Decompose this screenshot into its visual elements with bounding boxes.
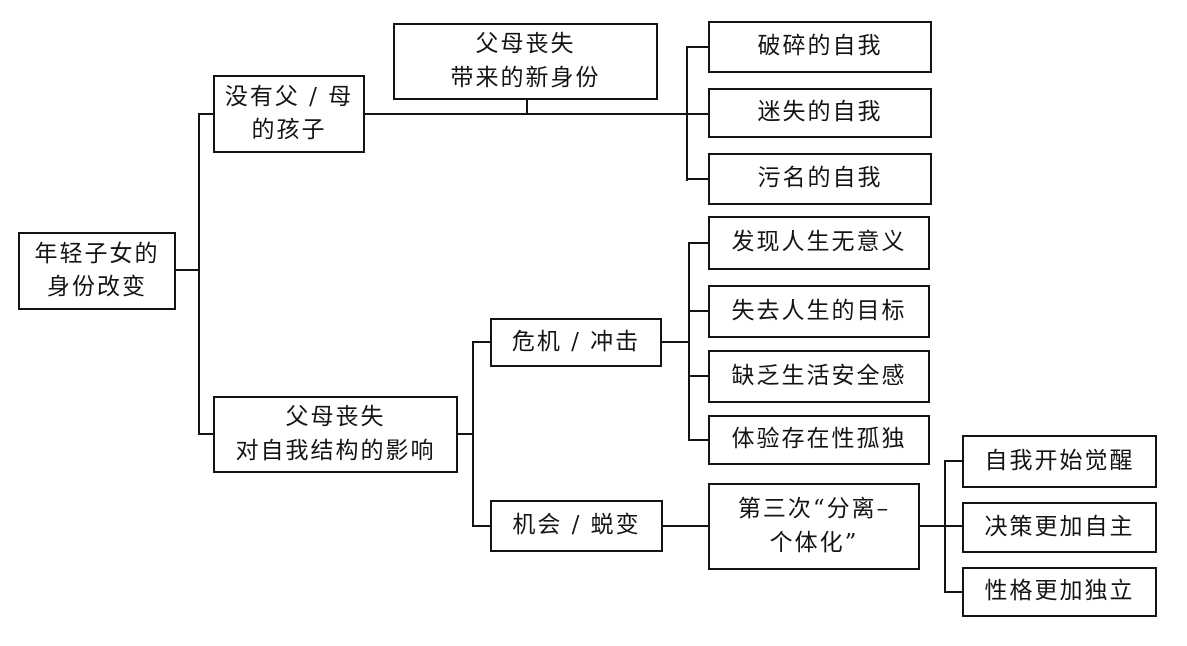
node-new-identity-from-loss: 父母丧失 带来的新身份 bbox=[393, 23, 658, 100]
connector-stub-lack-security bbox=[688, 375, 708, 377]
node-crisis-impact: 危机 / 冲击 bbox=[490, 318, 662, 367]
connector-outcomes-trunk bbox=[944, 460, 946, 593]
connector-opportunity-horizontal bbox=[663, 525, 708, 527]
connector-stub-child-without-parent bbox=[198, 113, 213, 115]
connector-selves-trunk bbox=[686, 46, 688, 181]
node-lack-life-security: 缺乏生活安全感 bbox=[708, 350, 930, 403]
node-loss-impact-on-self-structure: 父母丧失 对自我结构的影响 bbox=[213, 396, 458, 473]
connector-root-trunk bbox=[198, 113, 200, 435]
connector-stub-loss-impact bbox=[198, 433, 213, 435]
node-lost-life-goal: 失去人生的目标 bbox=[708, 285, 930, 338]
connector-loss-impact-horizontal bbox=[458, 433, 474, 435]
connector-third-separation-horizontal bbox=[920, 525, 962, 527]
connector-branch2-trunk bbox=[472, 341, 474, 527]
node-third-separation-individuation: 第三次“分离– 个体化” bbox=[708, 483, 920, 570]
node-root-identity-change: 年轻子女的 身份改变 bbox=[18, 232, 176, 310]
node-opportunity-transformation: 机会 / 蜕变 bbox=[490, 500, 663, 552]
node-stigmatized-self: 污名的自我 bbox=[708, 153, 932, 205]
connector-stub-life-meaningless bbox=[688, 242, 708, 244]
node-lost-self: 迷失的自我 bbox=[708, 88, 932, 138]
connector-stub-self-awakening bbox=[944, 460, 962, 462]
connector-stub-opportunity bbox=[472, 525, 490, 527]
node-autonomous-decisions: 决策更加自主 bbox=[962, 502, 1157, 553]
connector-stub-broken-self bbox=[686, 46, 708, 48]
node-self-awakening: 自我开始觉醒 bbox=[962, 435, 1157, 488]
node-existential-loneliness: 体验存在性孤独 bbox=[708, 415, 930, 465]
connector-stub-independent-personality bbox=[944, 591, 962, 593]
connector-crisis-horizontal bbox=[662, 341, 690, 343]
connector-branch1-horizontal bbox=[365, 113, 708, 115]
connector-crisis-trunk bbox=[688, 242, 690, 441]
connector-stub-crisis bbox=[472, 341, 490, 343]
node-child-without-parent: 没有父 / 母 的孩子 bbox=[213, 75, 365, 153]
node-independent-personality: 性格更加独立 bbox=[962, 567, 1157, 617]
connector-stub-stigmatized-self bbox=[686, 178, 708, 180]
connector-stub-lost-life-goal bbox=[688, 310, 708, 312]
connector-new-identity-drop bbox=[526, 100, 528, 115]
connector-root-horizontal bbox=[176, 269, 200, 271]
node-life-meaningless: 发现人生无意义 bbox=[708, 216, 930, 270]
node-broken-self: 破碎的自我 bbox=[708, 21, 932, 73]
connector-stub-loneliness bbox=[688, 439, 708, 441]
